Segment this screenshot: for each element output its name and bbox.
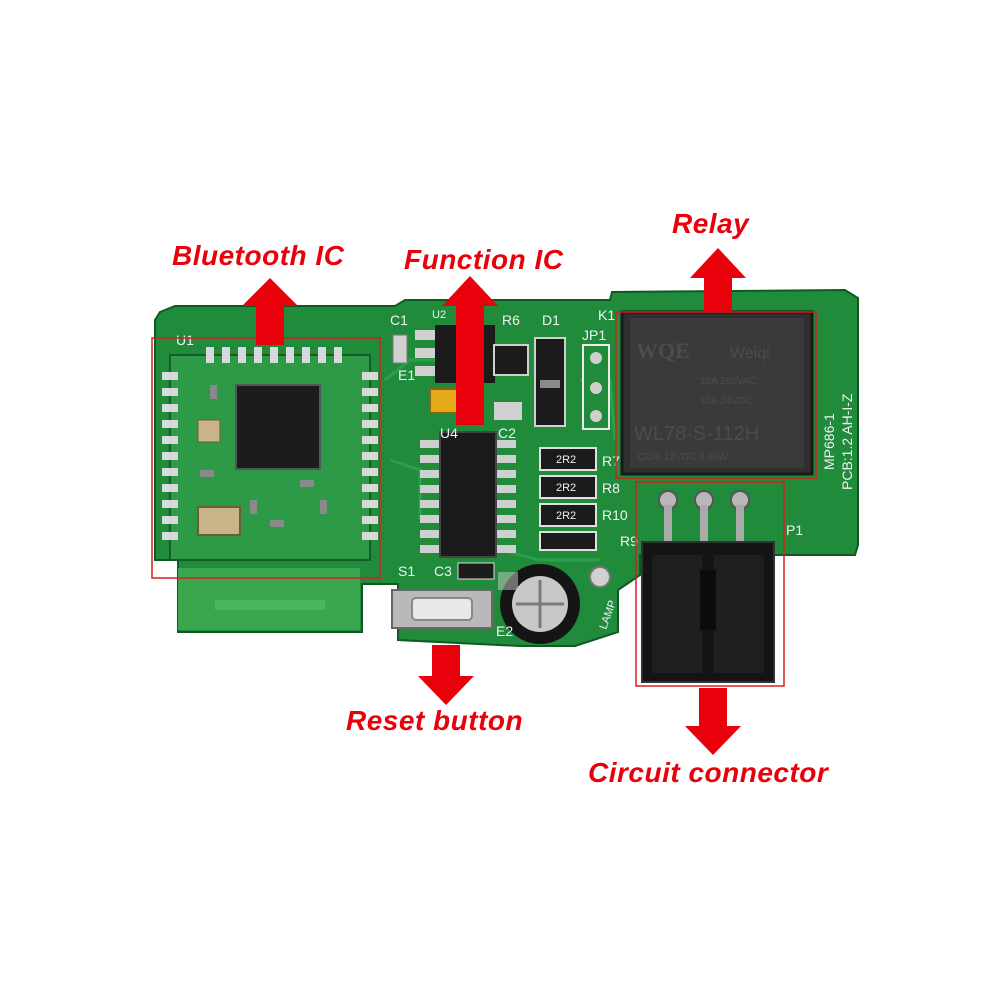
bluetooth-module [162, 347, 378, 561]
callout-bluetooth-ic: Bluetooth IC [172, 240, 345, 271]
label-e1: E1 [398, 367, 415, 383]
bluetooth-chip [235, 384, 321, 470]
label-p1: P1 [786, 522, 803, 538]
label-r9: R9 [620, 533, 638, 549]
callout-circuit-connector: Circuit connector [588, 757, 829, 788]
label-pcb-rev: PCB:1.2 AH-I-Z [839, 393, 855, 490]
reset-button-part [391, 589, 493, 629]
electrolytic-capacitor [498, 564, 611, 644]
arrow-relay [690, 248, 746, 312]
diode-jumper [534, 337, 610, 430]
label-u1: U1 [176, 332, 194, 348]
c3-capacitor [457, 562, 495, 580]
label-r10: R10 [602, 507, 628, 523]
relay-line2: 10A 24VDC [700, 396, 752, 407]
relay-model: WL78-S-112H [634, 423, 759, 445]
resistor-code-3: 2R2 [556, 510, 576, 522]
label-u2: U2 [432, 309, 446, 321]
label-r6: R6 [502, 312, 520, 328]
label-r7: R7 [602, 453, 620, 469]
callout-relay: Relay [672, 208, 750, 239]
label-r8: R8 [602, 480, 620, 496]
label-board-id: MP686-1 [821, 413, 837, 470]
label-e2: E2 [496, 623, 513, 639]
relay-brand: WQE [636, 338, 690, 363]
label-c1: C1 [390, 312, 408, 328]
circuit-connector [640, 485, 775, 683]
resistor-code-2: 2R2 [556, 482, 576, 494]
arrow-connector [685, 688, 741, 755]
resistor-code-1: 2R2 [556, 454, 576, 466]
label-jp1: JP1 [582, 327, 606, 343]
label-c3: C3 [434, 563, 452, 579]
callout-function-ic: Function IC [404, 244, 564, 275]
function-ic [420, 431, 516, 558]
label-k1: K1 [598, 307, 615, 323]
arrow-function [442, 276, 498, 425]
arrow-reset [418, 645, 474, 705]
relay-line3: COIL 12VDC 0.36W [638, 452, 728, 463]
resistor-array: 2R2 2R2 2R2 [539, 447, 597, 551]
callout-arrows [242, 248, 746, 755]
relay-brand-sub: Weiqi [730, 345, 770, 362]
crystal [197, 506, 241, 536]
callout-reset-button: Reset button [346, 705, 524, 736]
label-d1: D1 [542, 312, 560, 328]
label-u4: U4 [440, 425, 458, 441]
connector-box [635, 481, 785, 687]
lamp-pad [589, 566, 611, 588]
label-c2: C2 [498, 425, 516, 441]
relay-line1: 10A 250VAC [700, 376, 757, 387]
relay: WQE Weiqi 10A 250VAC 10A 24VDC WL78-S-11… [620, 310, 814, 476]
label-s1: S1 [398, 563, 415, 579]
arrow-bluetooth [242, 278, 298, 345]
